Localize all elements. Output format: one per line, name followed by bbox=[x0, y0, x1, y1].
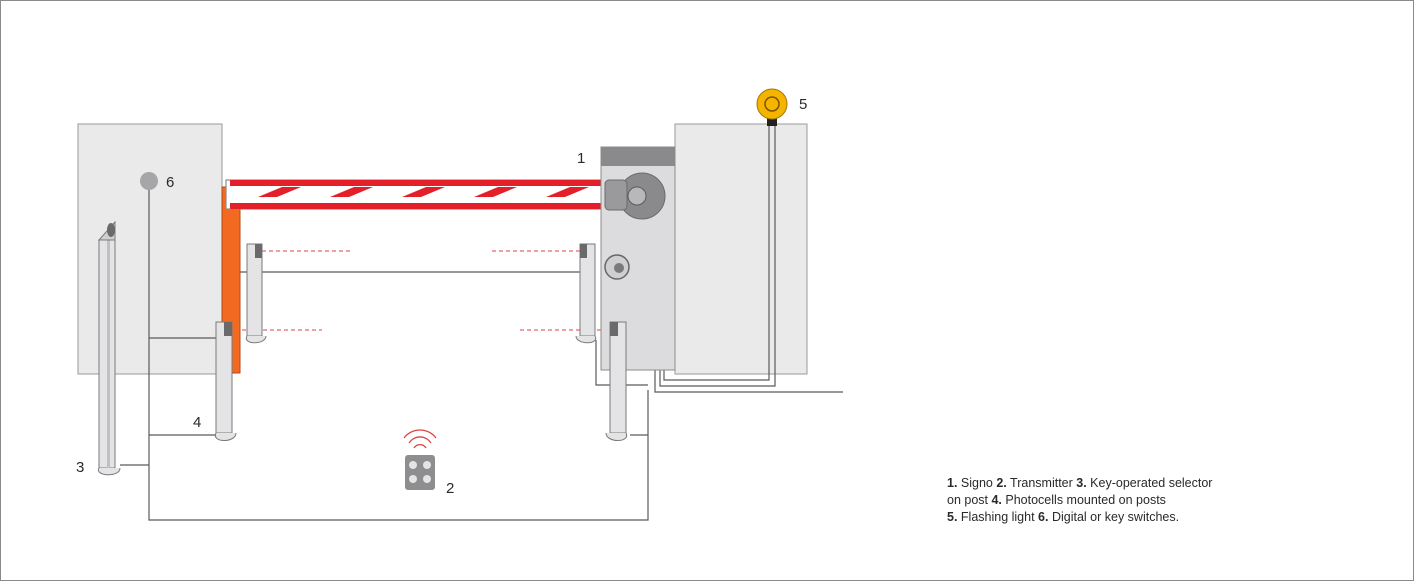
legend-num-2: 2. bbox=[996, 476, 1007, 490]
photocell-post-front-left bbox=[214, 321, 237, 441]
callout-3: 3 bbox=[76, 459, 84, 476]
callout-6: 6 bbox=[166, 174, 174, 191]
legend-num-6: 6. bbox=[1038, 510, 1049, 524]
transmitter bbox=[403, 429, 437, 490]
legend-num-3: 3. bbox=[1076, 476, 1087, 490]
callout-2: 2 bbox=[446, 480, 454, 497]
flashing-light bbox=[756, 88, 788, 126]
wiring bbox=[120, 126, 843, 521]
key-switch bbox=[140, 172, 158, 190]
callout-5: 5 bbox=[799, 96, 807, 113]
photocell-post-front-right bbox=[605, 321, 628, 441]
legend-text-5: Flashing light bbox=[957, 510, 1039, 524]
legend-num-1: 1. bbox=[947, 476, 958, 490]
legend-text-6: Digital or key switches. bbox=[1048, 510, 1180, 524]
boom-arm bbox=[225, 179, 619, 210]
photocell-beams bbox=[235, 250, 608, 331]
legend-line-1: 1. Signo 2. Transmitter 3. Key-operated … bbox=[947, 475, 1367, 492]
legend-text-2: Transmitter bbox=[1006, 476, 1077, 490]
legend-text-4: Photocells mounted on posts bbox=[1001, 493, 1166, 507]
legend-text-3: Key-operated selector bbox=[1086, 476, 1213, 490]
legend-text-3b: on post bbox=[947, 493, 992, 507]
photocell-post-back-left bbox=[245, 243, 267, 344]
callout-1: 1 bbox=[577, 150, 585, 167]
selector-post bbox=[97, 220, 121, 476]
legend: 1. Signo 2. Transmitter 3. Key-operated … bbox=[947, 475, 1367, 526]
callout-4: 4 bbox=[193, 414, 201, 431]
legend-num-4: 4. bbox=[991, 493, 1002, 507]
photocell-post-back-right bbox=[575, 243, 597, 344]
legend-line-2: on post 4. Photocells mounted on posts bbox=[947, 492, 1367, 509]
legend-num-5: 5. bbox=[947, 510, 958, 524]
right-wall bbox=[674, 123, 808, 375]
legend-text-1: Signo bbox=[957, 476, 997, 490]
legend-line-3: 5. Flashing light 6. Digital or key swit… bbox=[947, 509, 1367, 526]
